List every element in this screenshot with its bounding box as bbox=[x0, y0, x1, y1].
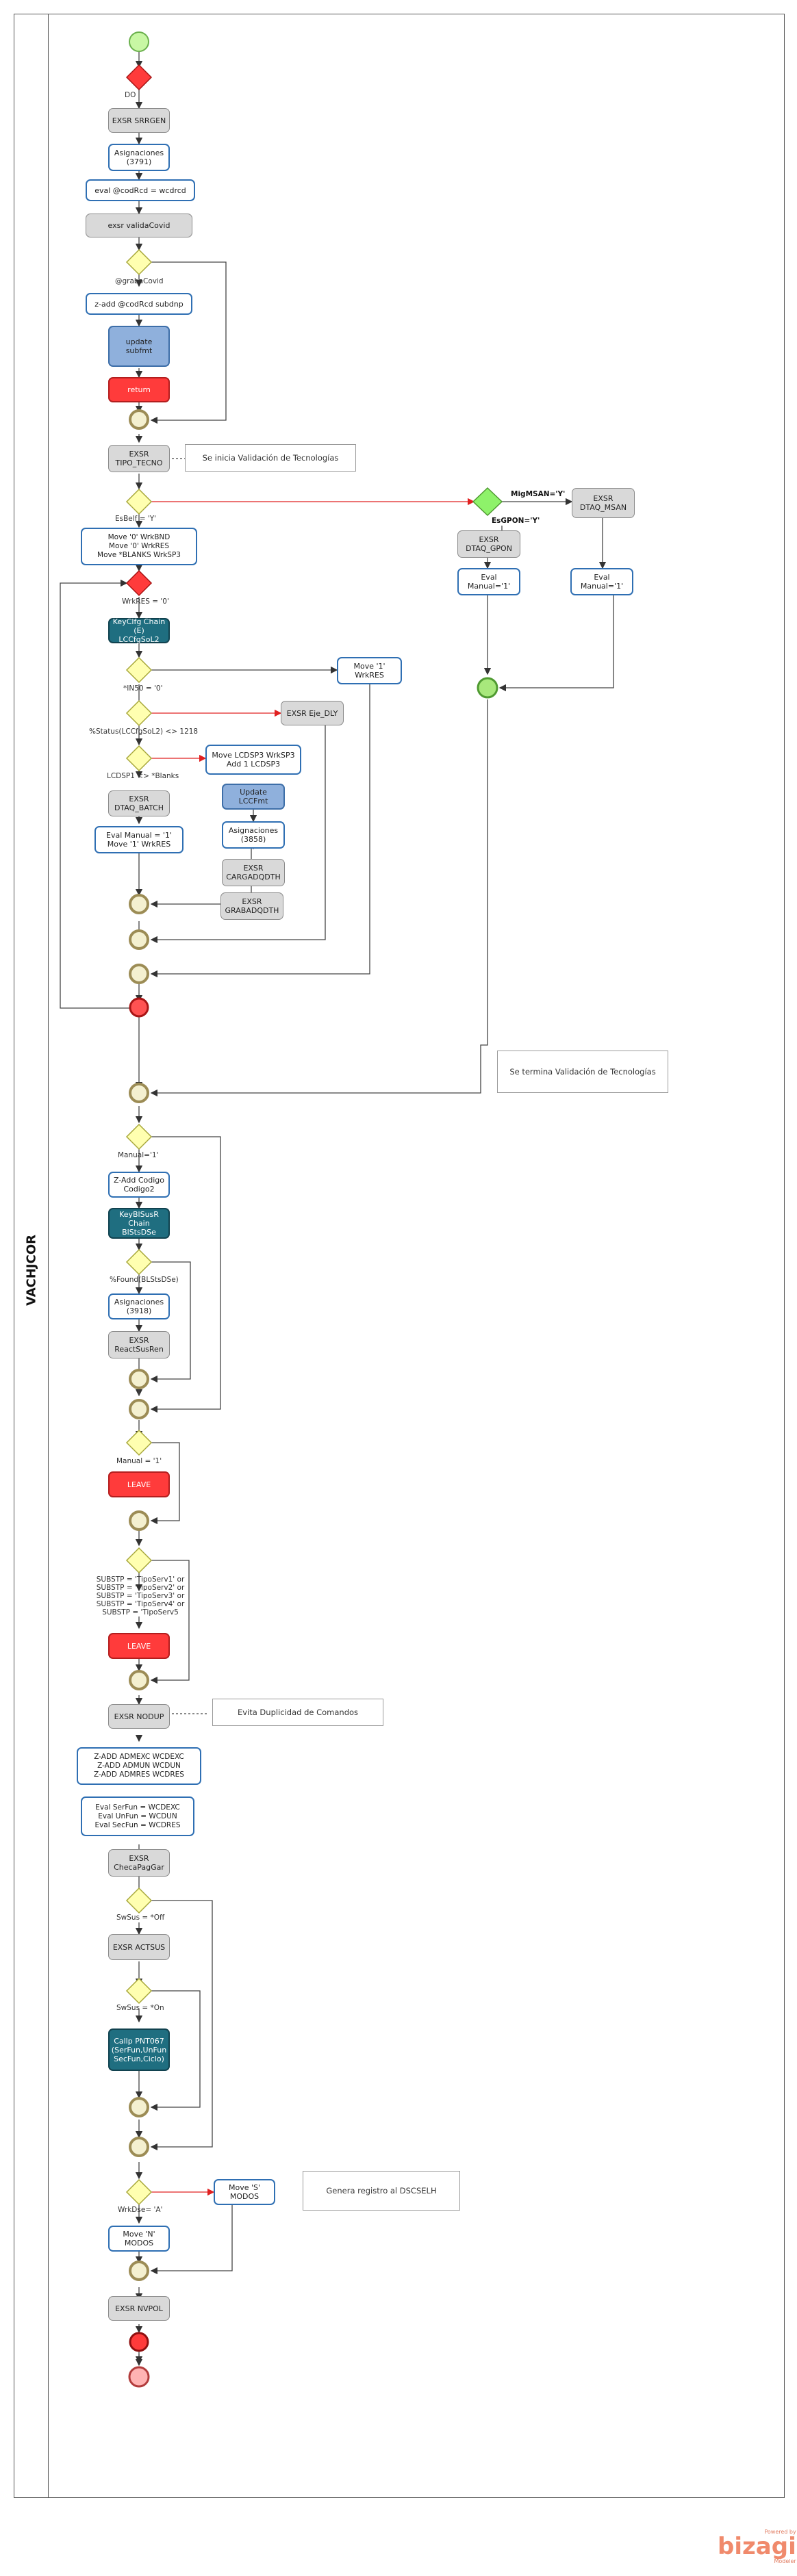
task-exsr-dtaq-gpon[interactable]: EXSR DTAQ_GPON bbox=[457, 530, 520, 558]
task-exsr-actsus[interactable]: EXSR ACTSUS bbox=[108, 1934, 170, 1960]
merge-event-10 bbox=[129, 2137, 149, 2157]
task-leave-1[interactable]: LEAVE bbox=[108, 1471, 170, 1497]
end-loop-event bbox=[129, 997, 149, 1018]
merge-event-4 bbox=[129, 1083, 149, 1103]
task-eval-manual[interactable]: Eval Manual = '1' Move '1' WrkRES bbox=[94, 826, 184, 853]
gateway-substp bbox=[125, 1547, 153, 1574]
task-move-s-modos[interactable]: Move 'S' MODOS bbox=[214, 2179, 275, 2205]
task-exsr-nvpol[interactable]: EXSR NVPOL bbox=[108, 2296, 170, 2321]
task-exsr-tipo-tecno[interactable]: EXSR TIPO_TECNO bbox=[108, 445, 170, 472]
note-termina-validacion: Se termina Validación de Tecnologías bbox=[497, 1051, 668, 1093]
gateway-manual1 bbox=[125, 1123, 153, 1150]
task-return[interactable]: return bbox=[108, 377, 170, 402]
merge-event-7 bbox=[129, 1510, 149, 1531]
task-move-n-modos[interactable]: Move 'N' MODOS bbox=[108, 2226, 170, 2252]
gateway-found bbox=[125, 1248, 153, 1276]
label-manual2: Manual = '1' bbox=[116, 1457, 162, 1465]
lane-header: VACHJCOR bbox=[14, 14, 49, 2497]
task-exsr-reactsusren[interactable]: EXSR ReactSusRen bbox=[108, 1331, 170, 1358]
task-eval-serfun[interactable]: Eval SerFun = WCDEXC Eval UnFun = WCDUN … bbox=[81, 1796, 194, 1836]
task-exsr-validacovid[interactable]: exsr validaCovid bbox=[86, 214, 192, 237]
bizagi-logo: Powered by bizagi Modeler bbox=[718, 2529, 796, 2564]
task-zadd-codrcd[interactable]: z-add @codRcd subdnp bbox=[86, 293, 192, 315]
red-gateway-do bbox=[125, 64, 153, 91]
label-substp: SUBSTP = 'TipoServ1' or SUBSTP = 'TipoSe… bbox=[96, 1575, 185, 1617]
label-lcdsp: LCDSP1 <> *Blanks bbox=[107, 772, 179, 780]
green-gateway-msan bbox=[472, 487, 503, 517]
task-keyclfg-chain[interactable]: KeyClfg Chain (E) LCCfgSoL2 bbox=[108, 617, 170, 644]
label-estelf: EsBelf = 'Y' bbox=[115, 515, 157, 523]
note-inicia-validacion: Se inicia Validación de Tecnologías bbox=[185, 444, 356, 472]
task-exsr-dtaq-batch[interactable]: EXSR DTAQ_BATCH bbox=[108, 790, 170, 816]
task-callp-pnt067[interactable]: Callp PNT067 (SerFun,UnFun SecFun,Ciclo) bbox=[108, 2028, 170, 2071]
task-update-lccfmt[interactable]: Update LCCFmt bbox=[222, 784, 285, 810]
task-eval-manual-gpon[interactable]: Eval Manual='1' bbox=[457, 568, 520, 595]
task-exsr-grabadqdth[interactable]: EXSR GRABADQDTH bbox=[220, 892, 283, 920]
end-event-pink bbox=[128, 2366, 150, 2388]
task-update-subfmt[interactable]: update subfmt bbox=[108, 326, 170, 367]
task-exsr-nodup[interactable]: EXSR NODUP bbox=[108, 1704, 170, 1729]
merge-event-11 bbox=[129, 2261, 149, 2281]
merge-event-8 bbox=[129, 1670, 149, 1690]
label-swsus-on: SwSus = *On bbox=[116, 2004, 164, 2012]
gateway-in50 bbox=[125, 656, 153, 684]
label-migmsan: MigMSAN='Y' bbox=[511, 490, 566, 498]
task-zadd-block[interactable]: Z-ADD ADMEXC WCDEXC Z-ADD ADMUN WCDUN Z-… bbox=[77, 1747, 201, 1785]
label-status: %Status(LCCfgSoL2) <> 1218 bbox=[89, 727, 199, 736]
task-asignaciones-3858[interactable]: Asignaciones (3858) bbox=[222, 821, 285, 849]
task-keyblsusr-chain[interactable]: KeyBlSusR Chain BlStsDSe bbox=[108, 1208, 170, 1239]
logo-name: bizagi bbox=[718, 2533, 796, 2560]
label-manual1: Manual='1' bbox=[118, 1151, 159, 1159]
green-merge-event bbox=[477, 677, 498, 699]
task-asignaciones-3791[interactable]: Asignaciones (3791) bbox=[108, 144, 170, 171]
label-wrkres0: WrkRES = '0' bbox=[122, 597, 169, 606]
task-leave-2[interactable]: LEAVE bbox=[108, 1633, 170, 1659]
end-event-red bbox=[129, 2332, 149, 2352]
label-wrkdse: WrkDse= 'A' bbox=[118, 2206, 163, 2214]
label-swsus-off: SwSus = *Off bbox=[116, 1914, 165, 1922]
task-exsr-srrgen[interactable]: EXSR SRRGEN bbox=[108, 108, 170, 133]
merge-event-6 bbox=[129, 1399, 149, 1419]
merge-event-1 bbox=[129, 894, 149, 914]
task-eval-codrcd[interactable]: eval @codRcd = wcdrcd bbox=[86, 179, 195, 201]
gateway-status bbox=[125, 699, 153, 727]
logo-sub: Modeler bbox=[774, 2558, 796, 2564]
task-exsr-cargadqdth[interactable]: EXSR CARGADQDTH bbox=[222, 859, 285, 886]
task-move-block1[interactable]: Move '0' WrkBND Move '0' WrkRES Move *BL… bbox=[81, 528, 197, 565]
label-do: DO bbox=[125, 91, 136, 99]
merge-event-loop bbox=[129, 409, 149, 430]
task-zadd-codigo2[interactable]: Z-Add Codigo Codigo2 bbox=[108, 1172, 170, 1198]
task-eval-manual-msan[interactable]: Eval Manual='1' bbox=[570, 568, 633, 595]
gateway-grabacovid bbox=[125, 248, 153, 276]
label-in50: *IN50 = '0' bbox=[123, 684, 163, 693]
task-exsr-checapaggar[interactable]: EXSR ChecaPagGar bbox=[108, 1849, 170, 1877]
merge-event-5 bbox=[129, 1369, 149, 1389]
gateway-estelf bbox=[125, 488, 153, 515]
red-gateway-wrkres bbox=[125, 569, 153, 597]
note-genera-registro: Genera registro al DSCSELH bbox=[303, 2171, 460, 2211]
merge-event-3 bbox=[129, 964, 149, 984]
task-exsr-eje-dly[interactable]: EXSR Eje_DLY bbox=[281, 701, 344, 725]
gateway-swsus-on bbox=[125, 1977, 153, 2005]
merge-event-9 bbox=[129, 2097, 149, 2117]
merge-event-2 bbox=[129, 929, 149, 950]
task-asignaciones-3918[interactable]: Asignaciones (3918) bbox=[108, 1293, 170, 1319]
gateway-swsus-off bbox=[125, 1887, 153, 1914]
label-esgpon: EsGPON='Y' bbox=[492, 517, 540, 525]
task-move-lcdsp3[interactable]: Move LCDSP3 WrkSP3 Add 1 LCDSP3 bbox=[205, 745, 301, 775]
label-found: %Found(BLStsDSe) bbox=[110, 1276, 179, 1284]
gateway-lcdsp bbox=[125, 745, 153, 772]
pool: VACHJCOR bbox=[14, 14, 785, 2498]
label-grabacovid: @grabaCovid bbox=[115, 277, 164, 285]
note-evita-duplicidad: Evita Duplicidad de Comandos bbox=[212, 1699, 383, 1726]
task-move-wrkres[interactable]: Move '1' WrkRES bbox=[337, 657, 402, 684]
gateway-wrkdse bbox=[125, 2178, 153, 2206]
logo-powered: Powered by bbox=[764, 2529, 796, 2535]
gateway-manual2 bbox=[125, 1429, 153, 1456]
start-event bbox=[129, 31, 149, 52]
task-exsr-dtaq-msan[interactable]: EXSR DTAQ_MSAN bbox=[572, 488, 635, 518]
